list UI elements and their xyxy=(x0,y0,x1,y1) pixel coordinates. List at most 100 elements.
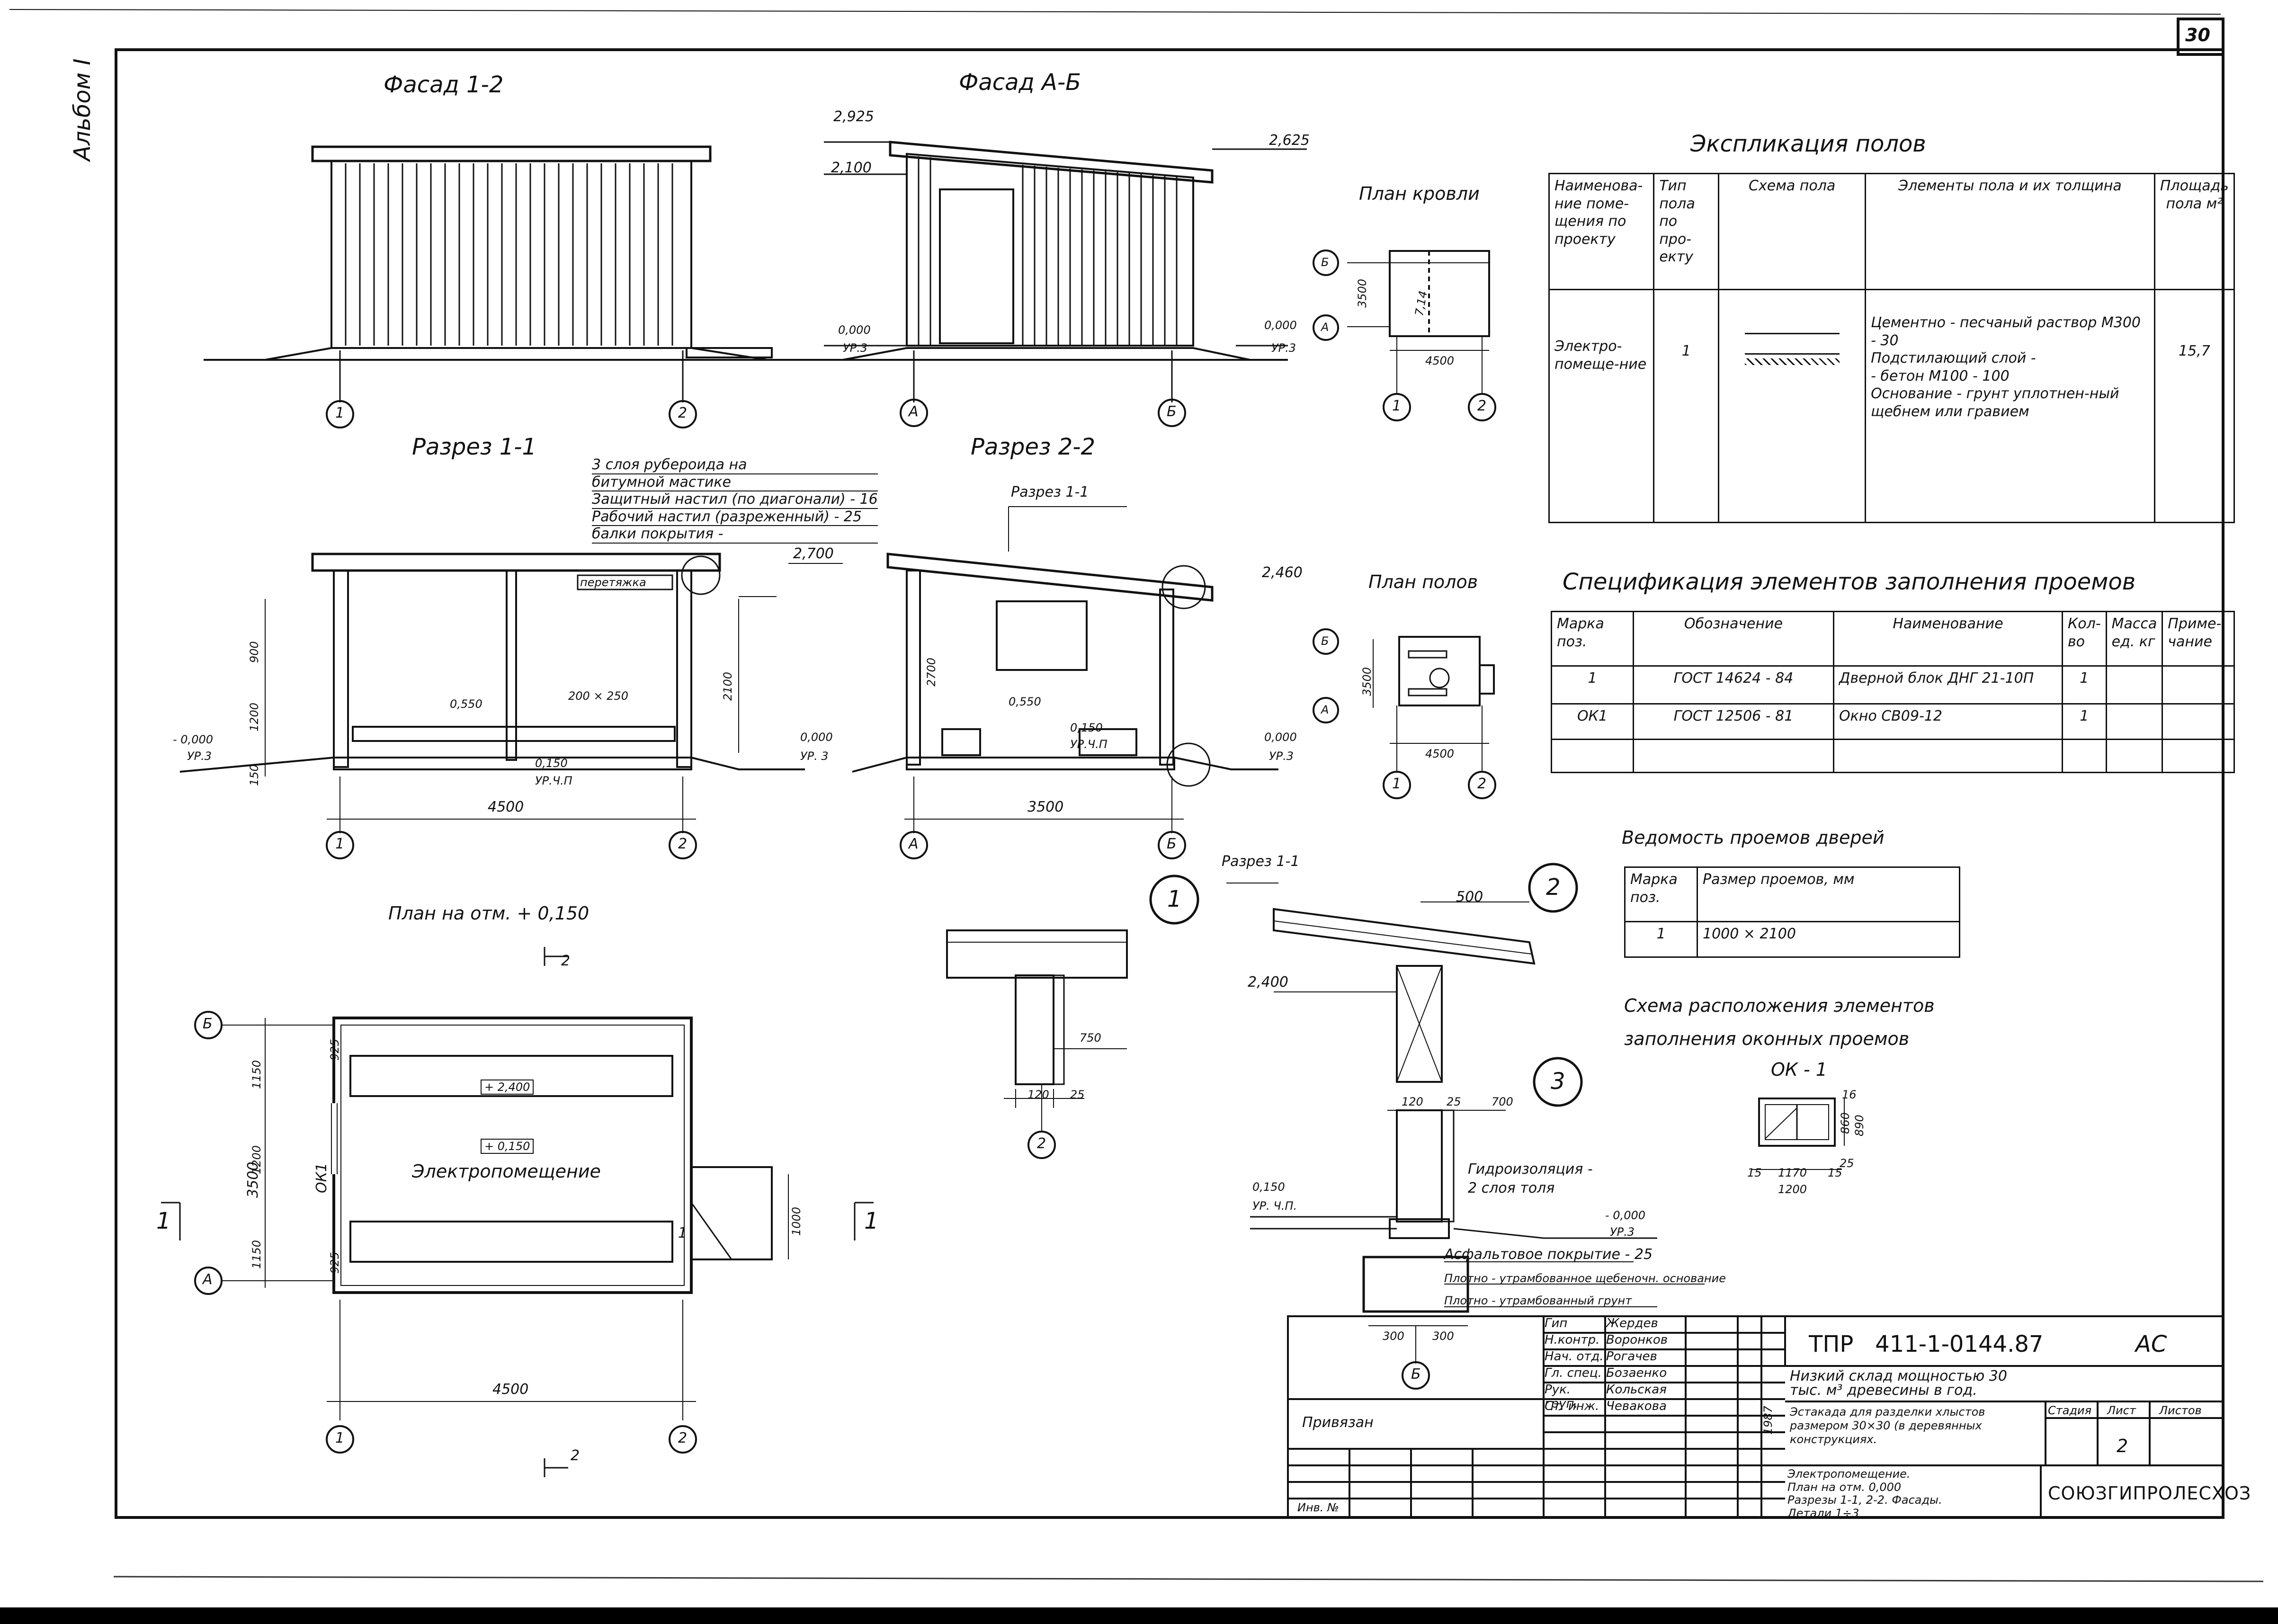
exp-scheme xyxy=(1718,289,1867,523)
specification-table: Марка поз. Обозначение Наименование Кол-… xyxy=(1551,611,2235,773)
detail-3-drawing xyxy=(1250,1057,1705,1390)
roof-layer: Защитный настил (по диагонали) - 16 xyxy=(592,491,878,509)
axis-1-floor: 1 xyxy=(1392,776,1402,792)
scan-edge-band xyxy=(0,1607,2278,1624)
dim-120-b: 120 xyxy=(1402,1095,1423,1108)
table-row: 1 1000 × 2100 xyxy=(1624,921,1960,958)
roof-layers: 3 слоя рубероида на битумной мастике Защ… xyxy=(592,456,878,544)
dim-1150-a: 1150 xyxy=(250,1060,263,1089)
detail-3-axis: Б xyxy=(1411,1366,1421,1383)
mark-2100: 2,100 xyxy=(831,160,872,176)
door-title: Ведомость проемов дверей xyxy=(1622,827,1885,848)
mark-2925: 2,925 xyxy=(833,108,874,125)
spec-cell xyxy=(2162,665,2235,705)
hydro-note-2: 2 слоя толя xyxy=(1468,1180,1555,1196)
spec-cell: ОК1 xyxy=(1551,703,1634,740)
dim-750: 750 xyxy=(1080,1031,1101,1044)
spec-cell xyxy=(2105,739,2163,773)
roof-plan-title: План кровли xyxy=(1359,183,1480,204)
exp-area: 15,7 xyxy=(2153,289,2235,523)
staff-role: Гл. спец. xyxy=(1545,1366,1602,1380)
staff-name: Чевакова xyxy=(1606,1399,1667,1413)
mark-ur3-detail: УР.3 xyxy=(1610,1225,1635,1239)
explication-table: Наименова-ние поме-щения по проекту Тип … xyxy=(1548,173,2235,523)
staff-name: Кольская xyxy=(1606,1383,1667,1397)
spec-h-code: Обозначение xyxy=(1633,611,1834,667)
cut-mark-left: 1 xyxy=(156,1208,171,1234)
exp-elements: Цементно - песчаный раствор М300 - 30 По… xyxy=(1865,289,2155,523)
dim-150: 150 xyxy=(248,764,261,786)
level-plan-drawing xyxy=(161,947,874,1477)
roof-layer: балки покрытия - xyxy=(592,526,878,544)
mark-0000-a: 0,000 xyxy=(838,323,871,337)
staff-role: Гип xyxy=(1545,1316,1568,1330)
spec-cell: ГОСТ 14624 - 84 xyxy=(1633,665,1834,705)
staff-role: Рук. груп. xyxy=(1545,1383,1578,1411)
spec-title: Спецификация элементов заполнения проемо… xyxy=(1563,569,2136,595)
mark-0150-b: 0,150 xyxy=(1070,721,1103,734)
mark-0150-detail: 0,150 xyxy=(1252,1180,1285,1194)
dim-700: 700 xyxy=(1492,1095,1513,1108)
staff-role: Н.контр. xyxy=(1545,1333,1600,1347)
mark-0150-a: 0,150 xyxy=(535,757,568,770)
mark-0550-b: 0,550 xyxy=(1009,695,1041,708)
axis-b-section22: Б xyxy=(1167,836,1177,852)
dim-15-b: 15 xyxy=(1828,1166,1842,1179)
dim-890: 890 xyxy=(1853,1115,1866,1136)
dim-1170: 1170 xyxy=(1778,1166,1807,1179)
dim-900: 900 xyxy=(248,641,261,663)
spec-cell xyxy=(2105,665,2163,705)
tb-stage-h: Стадия xyxy=(2048,1404,2092,1417)
title-block-lines xyxy=(1287,1315,2224,1518)
axis-a-facade: А xyxy=(909,403,919,420)
spec-h-mass: Масса ед. кг xyxy=(2105,611,2163,667)
floor-scheme-icon xyxy=(1744,333,1840,355)
staff-row: Ст. инж. Чевакова xyxy=(1545,1399,1687,1416)
spec-cell xyxy=(2162,739,2235,773)
soil-note: Плотно - утрамбованный грунт xyxy=(1444,1294,1632,1307)
floor-scheme-hatch-icon xyxy=(1744,358,1840,365)
door-cell: 1 xyxy=(1624,921,1698,958)
spec-cell xyxy=(2062,739,2107,773)
dim-25-b: 25 xyxy=(1447,1095,1461,1108)
dim-16: 16 xyxy=(1842,1088,1857,1101)
dim-4500-plan: 4500 xyxy=(492,1381,529,1398)
staff-row: Н.контр. Воронков xyxy=(1545,1333,1687,1349)
axis-2-facade: 2 xyxy=(678,405,688,421)
axis-1-section11: 1 xyxy=(335,836,345,852)
dim-1200-c: 1200 xyxy=(1778,1183,1807,1196)
tb-inv: Инв. № xyxy=(1297,1501,1340,1514)
level-plan-title: План на отм. + 0,150 xyxy=(388,903,590,924)
section-1-1-drawing xyxy=(179,553,843,859)
staff-name: Жердев xyxy=(1606,1316,1658,1330)
facade-1-2-title: Фасад 1-2 xyxy=(384,71,504,98)
window-ok1-drawing xyxy=(1752,1098,1845,1170)
staff-role: Ст. инж. xyxy=(1545,1399,1599,1413)
dim-25-c: 25 xyxy=(1840,1157,1854,1170)
roof-layer: битумной мастике xyxy=(592,474,878,491)
dim-4500-floor: 4500 xyxy=(1425,747,1455,760)
dim-925-b: 925 xyxy=(328,1252,341,1274)
staff-row: Рук. груп. Кольская xyxy=(1545,1383,1687,1411)
exp-h-area: Площадь пола м² xyxy=(2153,173,2235,290)
mark-2400-detail: 2,400 xyxy=(1248,974,1288,990)
window-scheme-title-1: Схема расположения элементов xyxy=(1624,995,1935,1016)
staff-name: Бозаенко xyxy=(1606,1366,1667,1380)
staff-name: Воронков xyxy=(1606,1333,1668,1347)
dim-500: 500 xyxy=(1456,889,1483,905)
tb-project: Низкий склад мощностью 30 тыс. м³ древес… xyxy=(1790,1368,2007,1399)
mark-ur3-d: УР. 3 xyxy=(800,750,829,763)
door-mark-plan: 1 xyxy=(678,1225,688,1241)
axis-b-facade: Б xyxy=(1167,403,1177,420)
exp-h-scheme: Схема пола xyxy=(1718,173,1867,290)
spec-cell xyxy=(2162,703,2235,740)
section-1-1-title: Разрез 1-1 xyxy=(412,434,537,460)
axis-2-roof: 2 xyxy=(1477,398,1487,414)
dim-3500-section: 3500 xyxy=(1027,799,1064,815)
spec-cell xyxy=(1551,739,1634,773)
mark-ur3-b: УР.3 xyxy=(1271,341,1296,355)
roof-plan-drawing xyxy=(1313,250,1496,421)
spec-h-mark: Марка поз. xyxy=(1551,611,1634,667)
